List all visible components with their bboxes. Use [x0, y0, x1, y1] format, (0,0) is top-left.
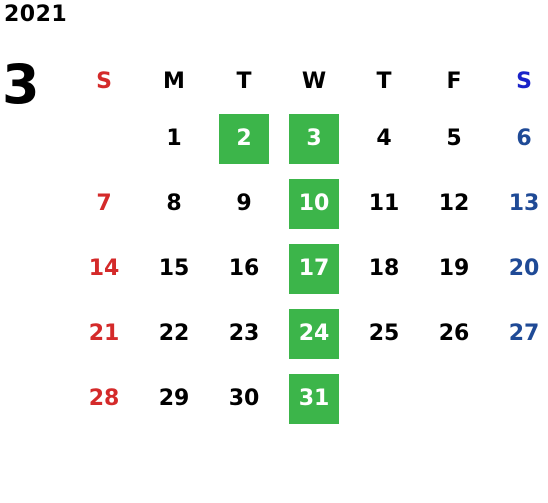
day-cell: 8	[166, 191, 182, 216]
day-cell: 11	[368, 191, 400, 216]
day-cell: 21	[88, 321, 120, 346]
day-cell: 20	[508, 256, 540, 281]
day-cell: 10	[289, 178, 339, 229]
weekday-thu: T	[376, 68, 392, 94]
day-cell: 4	[376, 126, 392, 151]
week-row: 7 8 9 10 11 12 13	[69, 171, 548, 236]
day-cell: 13	[508, 191, 540, 216]
week-row: 28 29 30 31	[69, 366, 548, 431]
day-cell: 25	[368, 321, 400, 346]
weekday-fri: F	[446, 68, 462, 94]
month-label: 3	[2, 53, 40, 116]
day-cell: 7	[96, 191, 112, 216]
day-cell: 2	[219, 113, 269, 164]
day-cell: 18	[368, 256, 400, 281]
day-cell: 30	[228, 386, 260, 411]
day-cell: 24	[289, 308, 339, 359]
day-cell: 14	[88, 256, 120, 281]
day-cell: 17	[289, 243, 339, 294]
day-cell: 16	[228, 256, 260, 281]
week-row: 21 22 23 24 25 26 27	[69, 301, 548, 366]
weekday-sun: S	[96, 68, 112, 94]
day-cell	[429, 374, 479, 424]
day-cell: 26	[438, 321, 470, 346]
weekday-sat: S	[516, 68, 532, 94]
day-cell	[499, 374, 548, 424]
day-cell: 28	[88, 386, 120, 411]
day-cell: 23	[228, 321, 260, 346]
day-cell: 6	[516, 126, 532, 151]
day-cell	[79, 114, 129, 164]
weekday-tue: T	[236, 68, 252, 94]
day-cell	[359, 374, 409, 424]
day-cell: 29	[158, 386, 190, 411]
weekday-mon: M	[163, 68, 185, 94]
weekday-wed: W	[301, 68, 327, 94]
week-row: 1 2 3 4 5 6	[69, 106, 548, 171]
day-cell: 27	[508, 321, 540, 346]
week-row: 14 15 16 17 18 19 20	[69, 236, 548, 301]
day-cell: 31	[289, 373, 339, 424]
day-cell: 1	[166, 126, 182, 151]
day-cell: 19	[438, 256, 470, 281]
year-label: 2021	[4, 2, 68, 27]
day-cell: 12	[438, 191, 470, 216]
day-cell: 22	[158, 321, 190, 346]
day-cell: 3	[289, 113, 339, 164]
day-cell: 15	[158, 256, 190, 281]
day-cell: 9	[236, 191, 252, 216]
weekday-header-row: S M T W T F S	[69, 56, 548, 106]
calendar-grid: S M T W T F S 1 2 3 4 5 6 7 8 9 10 11 12…	[69, 56, 548, 431]
day-cell: 5	[446, 126, 462, 151]
